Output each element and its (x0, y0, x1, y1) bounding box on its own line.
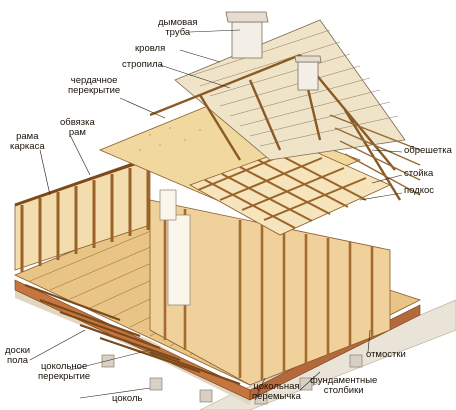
label-plinth-beam-line2: перемычка (252, 391, 301, 402)
label-frame-line2: каркаса (10, 141, 45, 152)
label-post: стойка (404, 168, 434, 179)
label-frame-binding-line1: обвязка (60, 117, 95, 128)
label-floor-boards-line1: доски (5, 345, 31, 356)
leader-lines (29, 29, 403, 401)
chimney (225, 11, 322, 91)
label-attic-floor-line2: перекрытие (68, 85, 121, 96)
label-chimney-line1: дымовая (158, 17, 198, 28)
label-plinth-beam-line1: цокольная (253, 381, 300, 392)
label-roof: кровля (135, 43, 166, 54)
label-frame-binding-line2: рам (68, 127, 86, 138)
label-plinth-beam: цокольная перемычка (252, 382, 301, 402)
label-floor-boards-line2: пола (7, 355, 29, 366)
label-frame: рама каркаса (10, 132, 45, 152)
label-brace: подкос (404, 185, 435, 196)
label-basement-floor-line1: цокольное (40, 361, 88, 372)
label-attic-floor: чердачное перекрытие (68, 76, 120, 96)
label-foundation-posts-line2: столбики (323, 385, 364, 396)
label-chimney-line2: труба (165, 27, 191, 38)
label-basement-floor: цокольное перекрытие (38, 362, 90, 382)
label-blind-area: отмостки (366, 349, 406, 360)
label-foundation-posts: фундаментные столбики (310, 376, 377, 396)
label-floor-boards: доски пола (5, 346, 30, 366)
label-rafter: стропила (122, 59, 163, 70)
label-plinth: цоколь (112, 393, 143, 404)
label-batten: обрешетка (404, 145, 452, 156)
label-basement-floor-line2: перекрытие (38, 371, 91, 382)
label-chimney: дымовая труба (158, 18, 198, 38)
label-frame-binding: обвязка рам (60, 118, 95, 138)
label-attic-floor-line1: чердачное (70, 75, 118, 86)
label-foundation-posts-line1: фундаментные (310, 375, 378, 386)
label-frame-line1: рама (16, 131, 39, 142)
